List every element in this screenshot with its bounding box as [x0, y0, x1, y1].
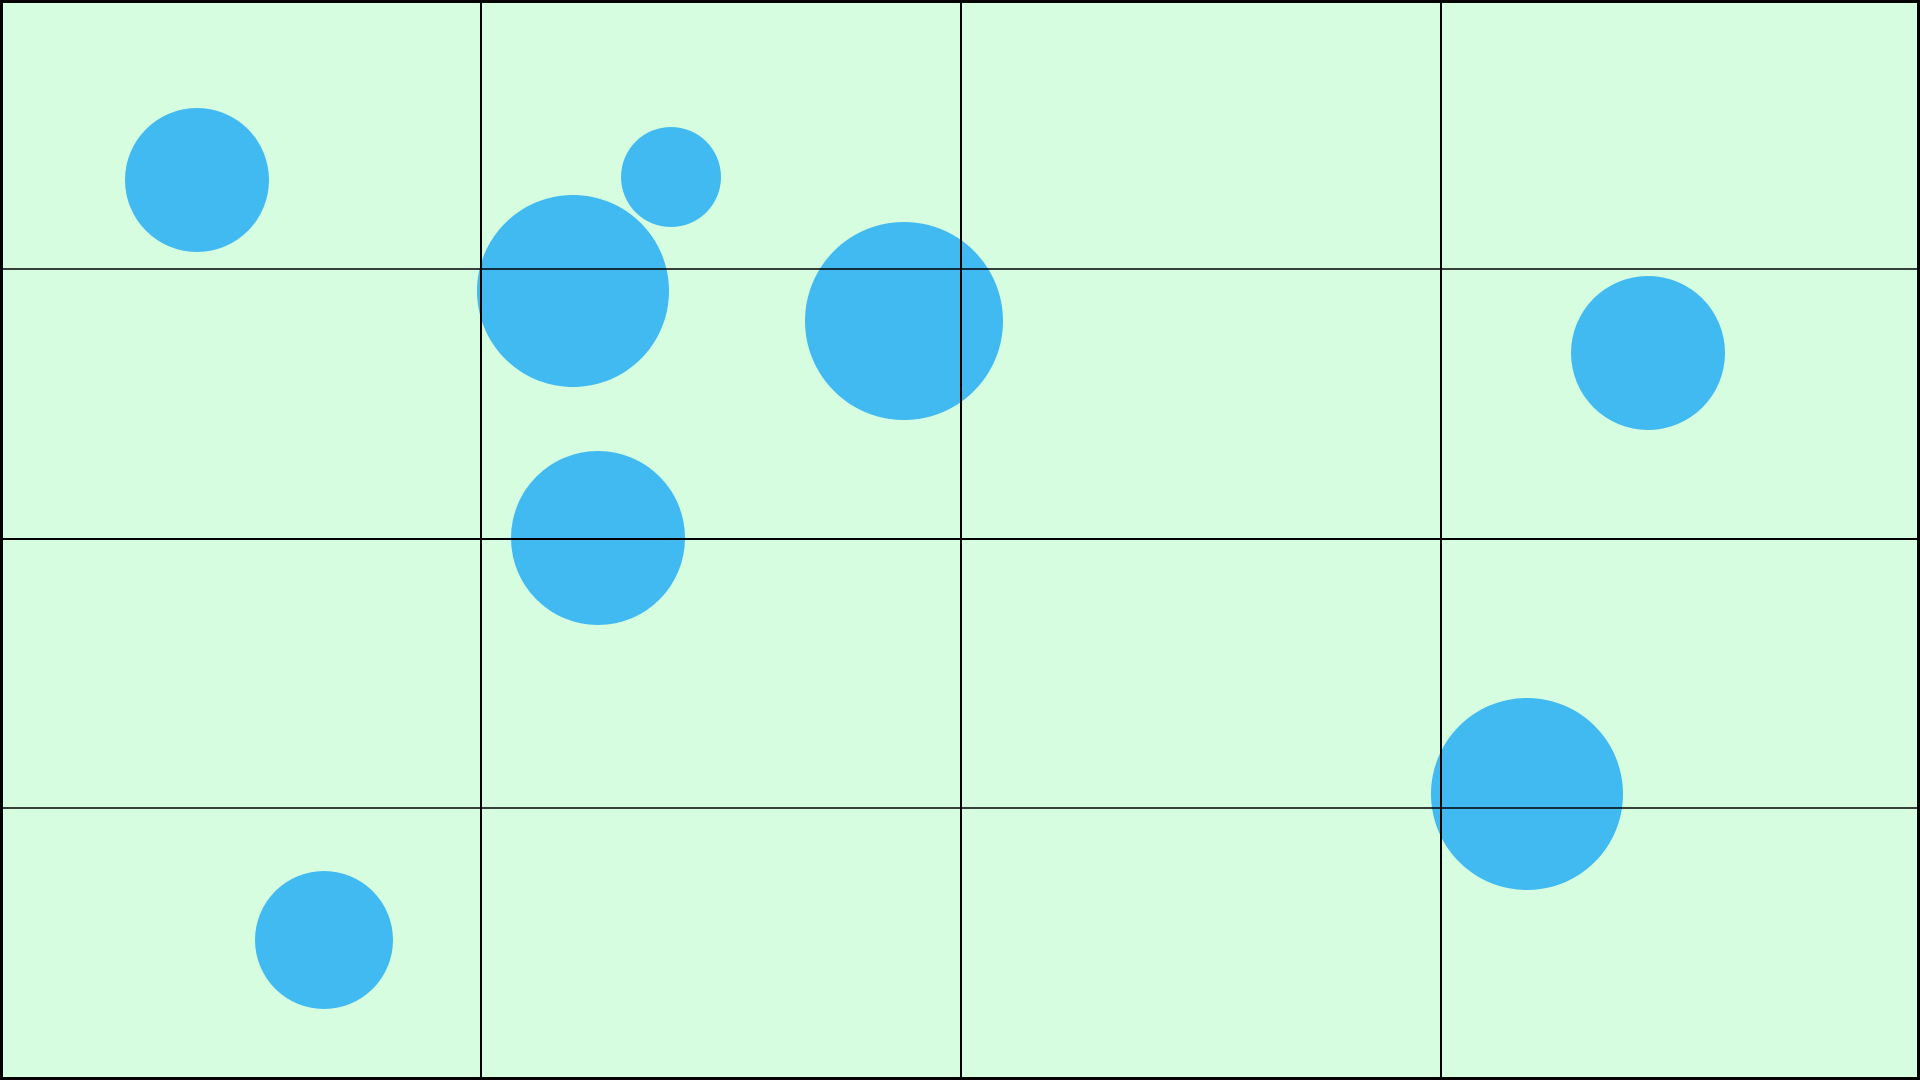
circle-5: [1571, 276, 1725, 430]
circle-2: [621, 127, 721, 227]
circle-7: [1431, 698, 1623, 890]
circle-8: [255, 871, 393, 1009]
circle-4: [805, 222, 1003, 420]
circles-layer: [125, 108, 1725, 1009]
circle-3: [477, 195, 669, 387]
circle-1: [125, 108, 269, 252]
